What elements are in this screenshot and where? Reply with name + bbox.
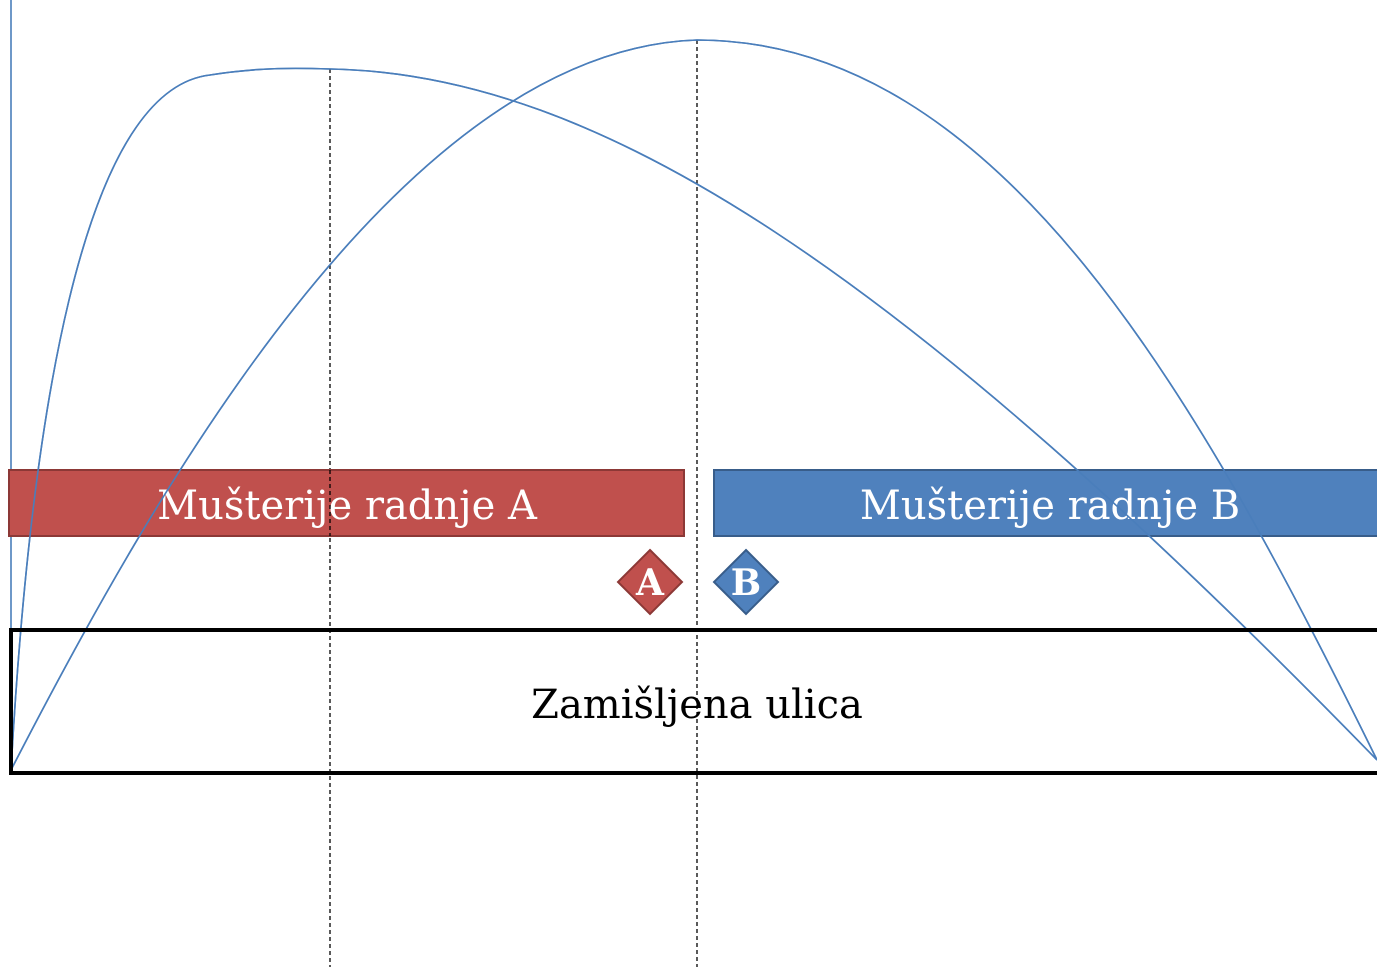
demand-curve-b <box>10 39 1377 771</box>
imaginary-street-label: Zamišljena ulica <box>531 682 863 728</box>
store-marker-b-label: B <box>731 562 761 604</box>
customers-bar-a-label: Mušterije radnje A <box>157 483 538 529</box>
demand-curve-b-overlay <box>10 39 1377 771</box>
store-marker-b: B <box>712 548 780 616</box>
customers-bar-a: Mušterije radnje A <box>8 469 685 537</box>
store-marker-a: A <box>616 548 684 616</box>
customers-bar-b-label: Mušterije radnje B <box>860 483 1240 529</box>
demand-curve-a-overlay <box>10 67 1377 771</box>
imaginary-street: Zamišljena ulica <box>9 628 1377 775</box>
customers-bar-b: Mušterije radnje B <box>713 469 1377 537</box>
store-marker-a-label: A <box>635 562 665 604</box>
demand-curve-a <box>10 67 1377 771</box>
